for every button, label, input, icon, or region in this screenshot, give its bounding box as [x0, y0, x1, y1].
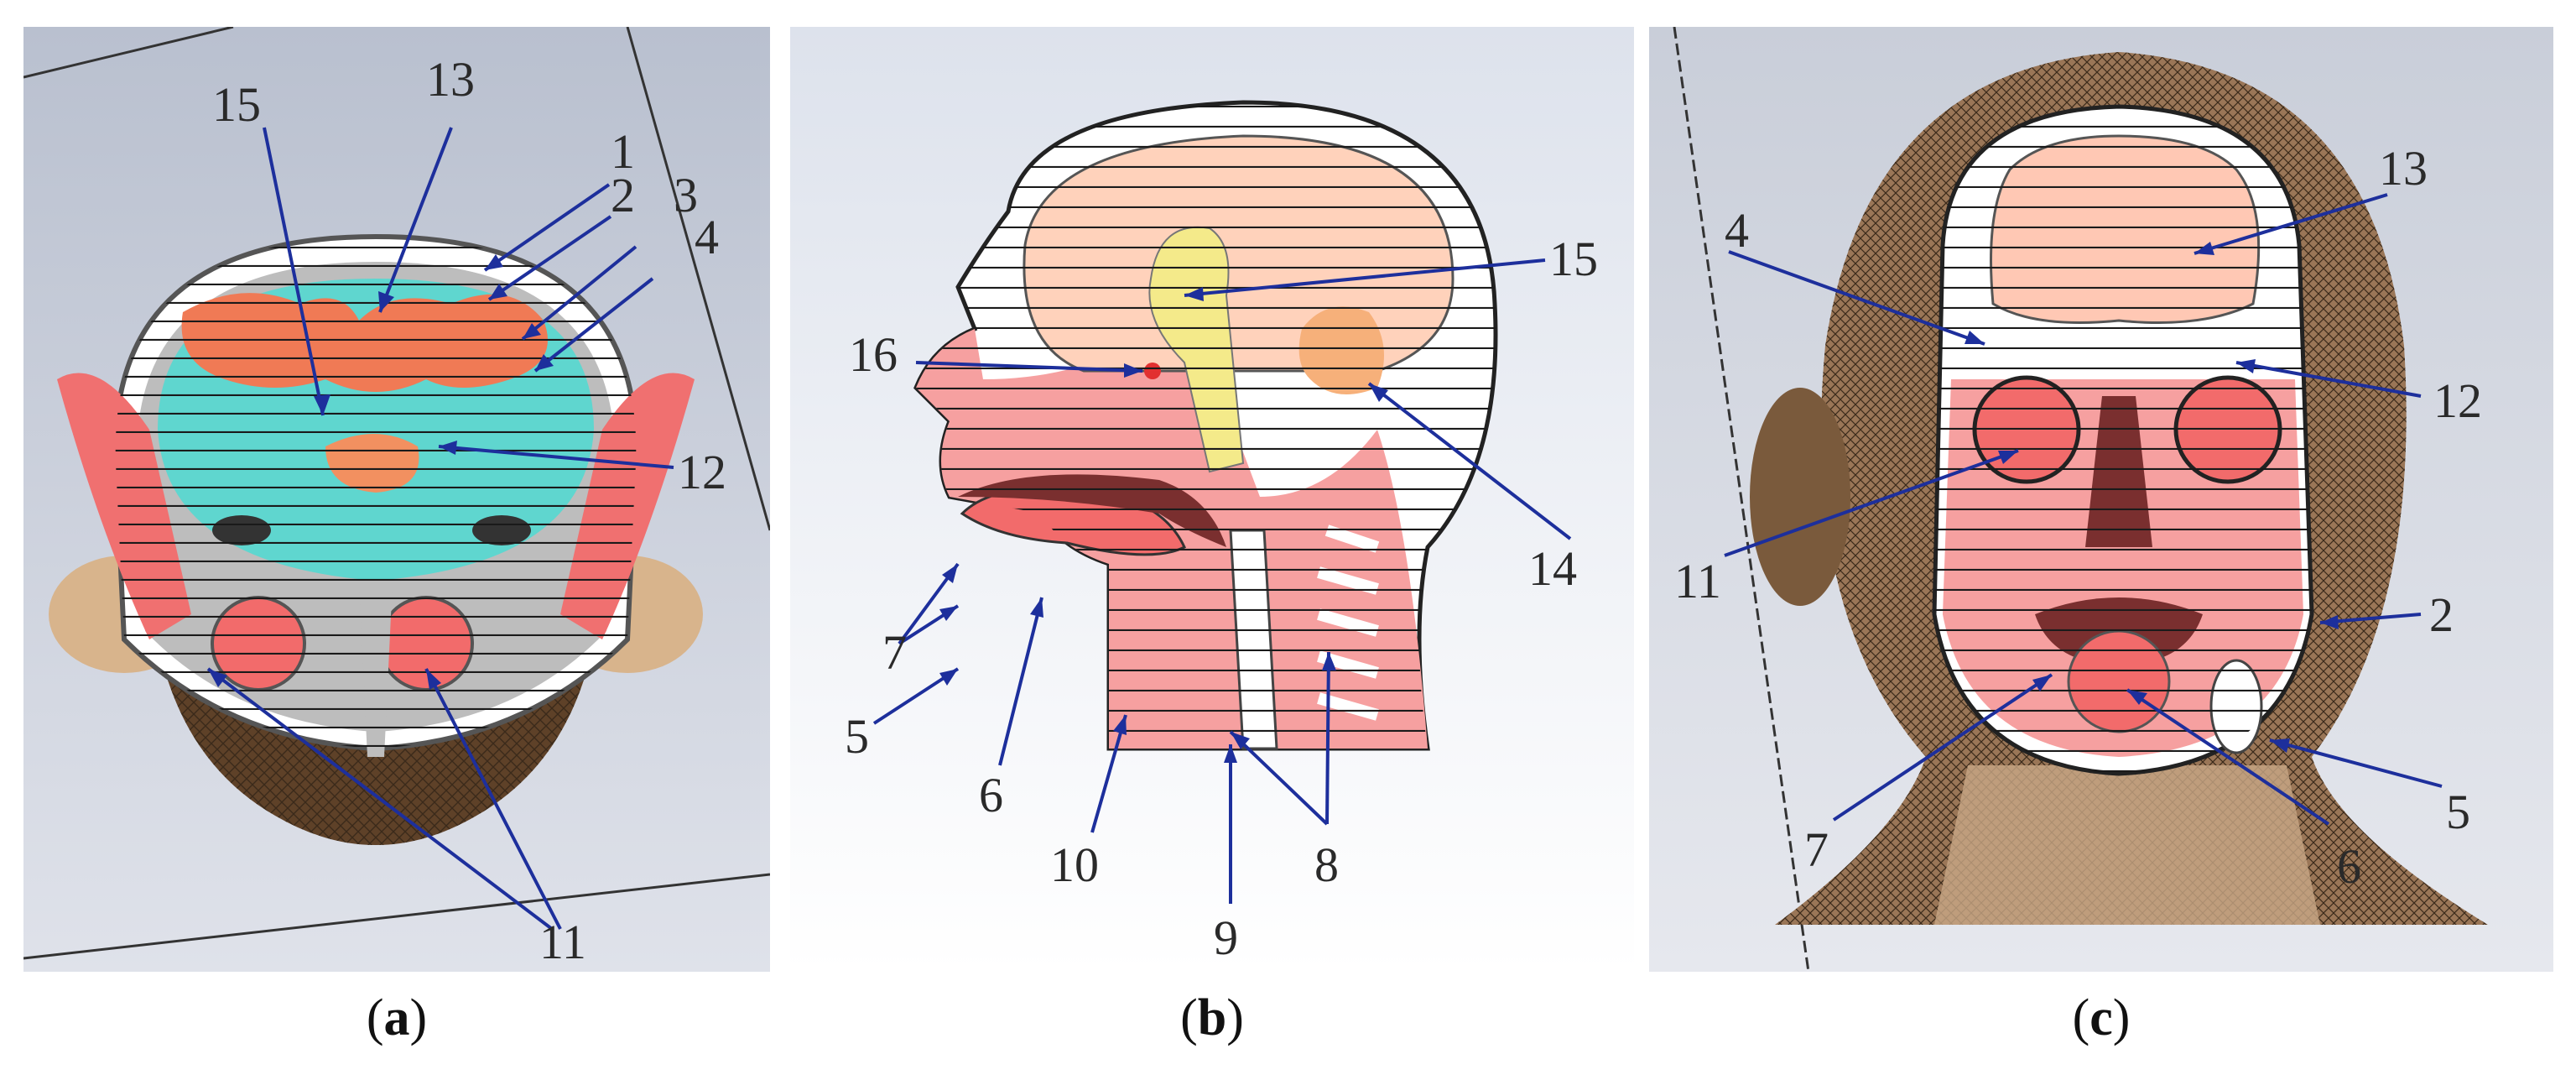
panel-a-top-view: 15 13 1 2 3 4 12 11 [23, 27, 770, 972]
label-7: 7 [1804, 822, 1829, 877]
left-ear [1750, 388, 1850, 606]
label-4: 4 [1725, 203, 1749, 258]
panel-c-frame-line [1673, 27, 1810, 972]
label-9: 9 [1214, 910, 1238, 965]
label-10: 10 [1050, 837, 1099, 892]
panel-b-diagram: 15 16 14 7 5 6 10 9 8 [790, 27, 1634, 972]
label-6: 6 [2337, 839, 2361, 894]
label-12: 12 [678, 445, 726, 499]
label-15: 15 [212, 77, 261, 132]
caption-a: (a) [366, 989, 428, 1046]
caption-c: (c) [2072, 989, 2131, 1046]
label-16: 16 [849, 327, 898, 382]
label-5: 5 [2446, 785, 2470, 839]
caption-b: (b) [1180, 989, 1244, 1046]
label-1: 1 [611, 124, 635, 179]
panel-a-diagram: 15 13 1 2 3 4 12 11 [23, 27, 770, 972]
label-2: 2 [611, 168, 635, 222]
label-4: 4 [695, 210, 719, 264]
label-14: 14 [1528, 541, 1577, 596]
label-3: 3 [674, 168, 698, 222]
label-5: 5 [845, 709, 869, 764]
panel-b-arrows [872, 258, 1572, 904]
label-11: 11 [1674, 554, 1721, 608]
label-12: 12 [2433, 373, 2482, 428]
label-2: 2 [2429, 587, 2454, 642]
panel-a-frame-lines [23, 27, 770, 960]
panel-b-side-view: 15 16 14 7 5 6 10 9 8 [790, 27, 1634, 972]
panel-a-arrows [206, 127, 674, 931]
label-8: 8 [1314, 837, 1339, 892]
panel-c-diagram: 13 4 12 11 2 7 5 6 [1649, 27, 2553, 972]
panel-c-front-view: 13 4 12 11 2 7 5 6 [1649, 27, 2553, 972]
label-13: 13 [2379, 141, 2428, 196]
label-7: 7 [882, 625, 907, 680]
panel-c-arrows [1724, 193, 2443, 826]
neck-light [1934, 765, 2320, 925]
label-15: 15 [1549, 232, 1598, 286]
label-11: 11 [539, 915, 586, 969]
label-6: 6 [979, 768, 1003, 822]
label-13: 13 [426, 52, 475, 107]
